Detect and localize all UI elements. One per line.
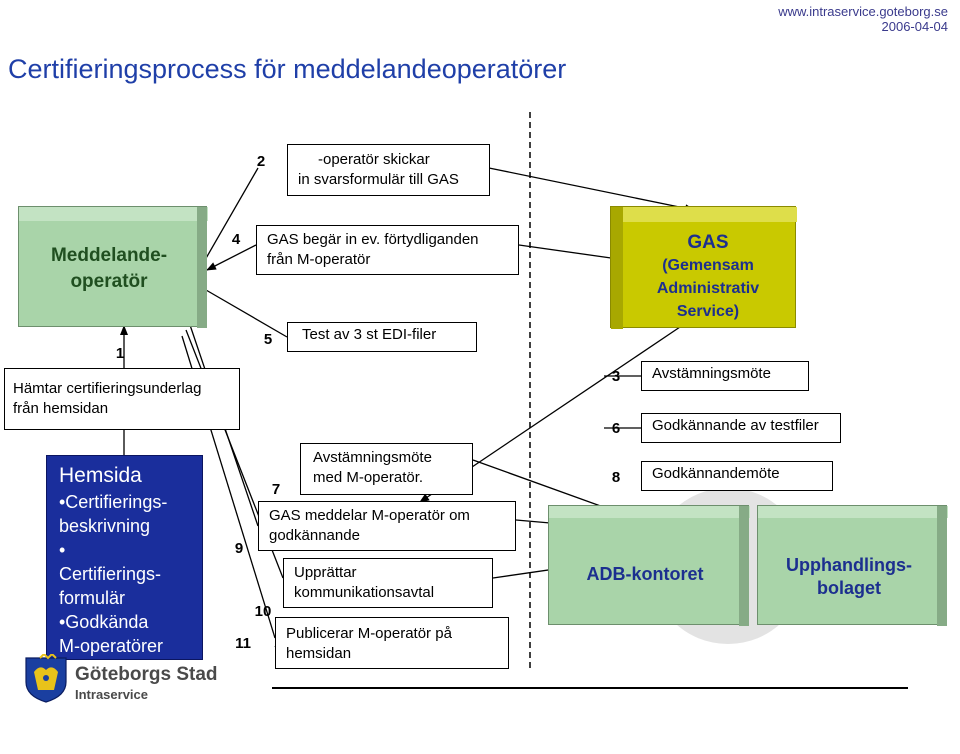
step-11-box: Publicerar M-operatör på hemsidan	[275, 617, 509, 669]
step-5-box: Test av 3 st EDI-filer	[287, 322, 477, 352]
page-title: Certifieringsprocess för meddelandeopera…	[8, 54, 567, 84]
logo-name: Göteborgs Stad	[75, 664, 218, 685]
step-number-8: 8	[611, 469, 621, 486]
step-6-box: Godkännande av testfiler	[641, 413, 841, 443]
adb-label: ADB-kontoret	[586, 564, 704, 584]
meddelande-label: Meddelande- operatör	[50, 245, 168, 292]
step-9-box: GAS meddelar M-operatör om godkännande	[258, 501, 516, 551]
step-1-box: Hämtar certifieringsunderlag från hemsid…	[4, 368, 240, 430]
step-number-7: 7	[271, 481, 281, 498]
step-number-6: 6	[611, 420, 621, 437]
step-number-10: 10	[254, 603, 272, 620]
arrow-step2-up	[204, 167, 259, 261]
step-number-3: 3	[611, 368, 621, 385]
line-step5	[205, 289, 288, 338]
node-gas: GAS (Gemensam Administrativ Service)	[610, 206, 797, 329]
step-7-box: Avstämningsmöte med M-operatör.	[300, 443, 473, 495]
arrow-step2-gas	[488, 167, 695, 213]
step-8-box: Godkännandemöte	[641, 461, 833, 491]
step-number-11: 11	[235, 635, 251, 652]
step-number-9: 9	[234, 540, 244, 557]
upphandling-label: Upphandlings- bolaget	[786, 555, 912, 598]
step-number-4: 4	[231, 231, 241, 248]
node-upphandlingsbolaget: Upphandlings- bolaget	[757, 505, 948, 626]
gas-label: GAS (Gemensam Administrativ Service)	[656, 232, 760, 320]
line-step4-right	[518, 244, 612, 259]
step-4-box: GAS begär in ev. förtydliganden från M-o…	[256, 225, 519, 275]
goteborgs-stad-logo: Göteborgs Stad Intraservice	[20, 654, 220, 704]
step-number-1: 1	[115, 345, 125, 362]
node-hemsida: Hemsida •Certifierings- beskrivning • Ce…	[46, 455, 203, 660]
hemsida-title: Hemsida	[59, 464, 142, 487]
step-number-2: 2	[256, 153, 266, 170]
node-adb-kontoret: ADB-kontoret	[548, 505, 750, 626]
crest-icon	[25, 654, 67, 703]
step-3-box: Avstämningsmöte	[641, 361, 809, 391]
header-url[interactable]: www.intraservice.goteborg.se	[778, 4, 948, 19]
step-number-5: 5	[263, 331, 273, 348]
step-2-box: -operatör skickar in svarsformulär till …	[287, 144, 490, 196]
node-meddelandeoperator: Meddelande- operatör	[18, 206, 208, 328]
step-10-box: Upprättar kommunikationsavtal	[283, 558, 493, 608]
arrow-step4-operator	[206, 244, 257, 271]
header-date: 2006-04-04	[881, 19, 949, 34]
logo-subtitle: Intraservice	[75, 687, 148, 702]
